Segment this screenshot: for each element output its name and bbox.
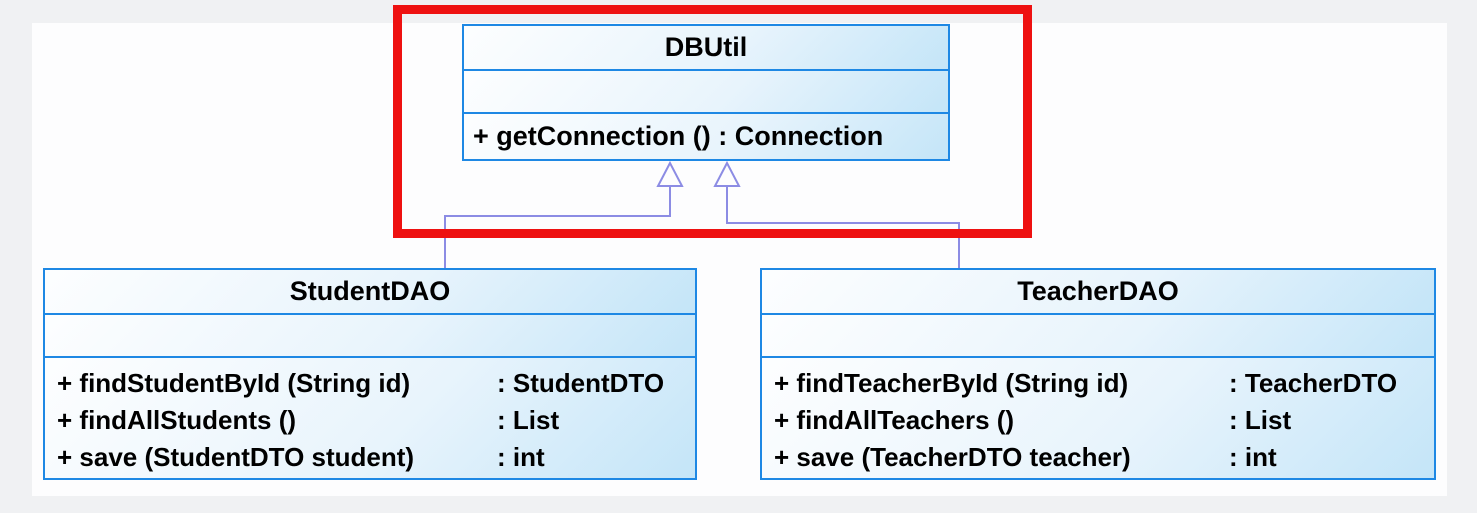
class-title: TeacherDAO — [762, 270, 1434, 315]
method-row: + findAllStudents () : List — [45, 402, 695, 439]
method-return-type: : List — [497, 405, 560, 435]
method-signature: + save (StudentDTO student) — [57, 442, 415, 472]
method-return-type: : StudentDTO — [497, 368, 665, 398]
method-signature: + findStudentById (String id) — [57, 368, 411, 398]
method-signature: + getConnection () : Connection — [473, 121, 884, 151]
method-row: + save (StudentDTO student) : int — [45, 439, 695, 476]
method-signature: + findTeacherById (String id) — [774, 368, 1129, 398]
method-signature: + findAllStudents () — [57, 405, 297, 435]
method-return-type: : List — [1229, 405, 1292, 435]
class-box-teacherdao: TeacherDAO + findTeacherById (String id)… — [760, 268, 1436, 480]
method-signature: + save (TeacherDTO teacher) — [774, 442, 1131, 472]
class-box-dbutil: DBUtil + getConnection () : Connection — [462, 24, 950, 161]
method-row: + findTeacherById (String id) : TeacherD… — [762, 365, 1434, 402]
attributes-compartment — [464, 71, 948, 114]
method-signature: + findAllTeachers () — [774, 405, 1015, 435]
method-return-type: : TeacherDTO — [1229, 368, 1398, 398]
method-row: + save (TeacherDTO teacher) : int — [762, 439, 1434, 476]
methods-compartment: + getConnection () : Connection — [464, 114, 948, 159]
methods-compartment: + findStudentById (String id) : StudentD… — [45, 358, 695, 478]
attributes-compartment — [45, 315, 695, 358]
method-row: + findStudentById (String id) : StudentD… — [45, 365, 695, 402]
method-return-type: : int — [1229, 442, 1277, 472]
class-title: DBUtil — [464, 26, 948, 71]
class-box-studentdao: StudentDAO + findStudentById (String id)… — [43, 268, 697, 480]
class-title: StudentDAO — [45, 270, 695, 315]
method-return-type: : int — [497, 442, 545, 472]
methods-compartment: + findTeacherById (String id) : TeacherD… — [762, 358, 1434, 478]
method-row: + findAllTeachers () : List — [762, 402, 1434, 439]
attributes-compartment — [762, 315, 1434, 358]
